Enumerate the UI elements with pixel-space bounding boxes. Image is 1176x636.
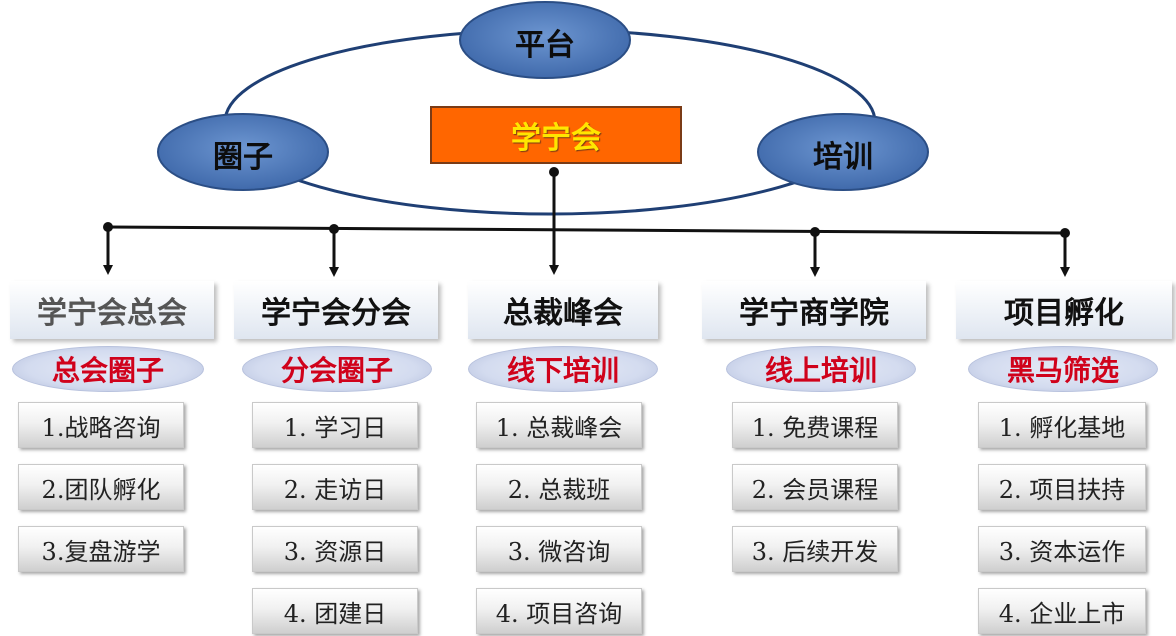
column-sub-5: 黑马筛选 <box>968 346 1158 392</box>
column-3-item-3: 3. 微咨询 <box>476 526 642 572</box>
column-sub-4: 线上培训 <box>726 346 916 392</box>
column-5-item-2: 2. 项目扶持 <box>978 464 1146 510</box>
ring-node-right <box>757 113 929 191</box>
column-2-item-3: 3. 资源日 <box>252 526 418 572</box>
branch-arrows <box>103 222 1070 277</box>
column-5-item-4: 4. 企业上市 <box>978 588 1146 634</box>
column-2-item-2: 2. 走访日 <box>252 464 418 510</box>
ring-node-top-label: 平台 <box>515 28 575 63</box>
ring-node-top <box>459 1 631 79</box>
ring-node-left <box>157 113 329 191</box>
column-3-item-1: 1. 总裁峰会 <box>476 402 642 448</box>
column-header-3: 总裁峰会 <box>468 281 658 339</box>
center-node-label: 学宁会 <box>511 121 601 156</box>
ring-node-right-label: 培训 <box>813 140 873 175</box>
center-node: 学宁会 <box>430 106 682 164</box>
column-sub-2: 分会圈子 <box>242 346 432 392</box>
column-header-4: 学宁商学院 <box>702 281 926 339</box>
column-3-item-2: 2. 总裁班 <box>476 464 642 510</box>
bus-line <box>107 225 1066 235</box>
column-5-item-3: 3. 资本运作 <box>978 526 1146 572</box>
column-2-item-1: 1. 学习日 <box>252 402 418 448</box>
column-4-item-1: 1. 免费课程 <box>732 402 898 448</box>
column-header-1: 学宁会总会 <box>10 281 214 339</box>
column-4-item-3: 3. 后续开发 <box>732 526 898 572</box>
column-1-item-2: 2.团队孵化 <box>18 464 184 510</box>
column-1-item-3: 3.复盘游学 <box>18 526 184 572</box>
column-4-item-2: 2. 会员课程 <box>732 464 898 510</box>
column-header-5: 项目孵化 <box>956 281 1172 339</box>
column-sub-3: 线下培训 <box>468 346 658 392</box>
column-header-2: 学宁会分会 <box>234 281 438 339</box>
column-sub-1: 总会圈子 <box>12 346 204 392</box>
ring-node-left-label: 圈子 <box>213 140 273 175</box>
column-3-item-4: 4. 项目咨询 <box>476 588 642 634</box>
column-2-item-4: 4. 团建日 <box>252 588 418 634</box>
column-5-item-1: 1. 孵化基地 <box>978 402 1146 448</box>
column-1-item-1: 1.战略咨询 <box>18 402 184 448</box>
